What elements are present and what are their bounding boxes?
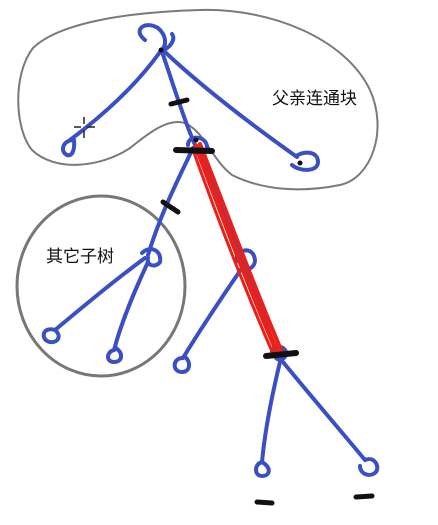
node-left-leaf-2 bbox=[172, 354, 191, 375]
tick-root-edge bbox=[168, 97, 190, 107]
dot-mid bbox=[193, 137, 199, 143]
parent-block-outline bbox=[17, 8, 379, 191]
edge-node2-left bbox=[181, 266, 244, 360]
node-bottom-left-leaf bbox=[254, 460, 271, 479]
other-subtree-circle bbox=[15, 194, 187, 378]
label-parent-block: 父亲连通块 bbox=[272, 89, 357, 109]
label-other-subtrees: 其它子树 bbox=[46, 247, 114, 267]
crosshair-cursor-icon bbox=[74, 117, 95, 138]
tick-mid-left-edge bbox=[160, 199, 181, 215]
edge-root-right bbox=[163, 50, 299, 159]
heavy-edge-stroke-1 bbox=[193, 143, 281, 357]
node-root bbox=[137, 23, 176, 54]
tick-bottom-right bbox=[353, 493, 375, 500]
node-sub-leaf-right bbox=[106, 346, 123, 365]
node-sub-leaf-left bbox=[41, 327, 61, 345]
dot-root bbox=[158, 47, 164, 53]
edge-mid-left bbox=[146, 146, 195, 257]
edge-root-down bbox=[160, 50, 197, 147]
node-leaf-right bbox=[290, 150, 321, 172]
node-bottom-right-leaf bbox=[358, 457, 380, 477]
edge-bottom-right bbox=[281, 360, 367, 462]
edge-root-left bbox=[68, 50, 162, 142]
heavy-edge bbox=[191, 142, 284, 358]
edge-sub-right bbox=[112, 260, 150, 352]
edge-sub-left bbox=[53, 256, 147, 332]
dot-right-leaf bbox=[297, 160, 303, 166]
tick-bottom-node bbox=[263, 350, 299, 359]
heavy-edge-stroke-3 bbox=[191, 148, 276, 358]
tick-mid-node bbox=[173, 147, 215, 154]
node-sub-root bbox=[140, 247, 163, 268]
heavy-edge-stroke-2 bbox=[198, 142, 284, 354]
edge-bottom-left bbox=[260, 360, 282, 464]
tick-marks bbox=[158, 47, 375, 506]
node-leaf-left bbox=[60, 138, 77, 158]
tick-bottom-left bbox=[254, 499, 275, 506]
